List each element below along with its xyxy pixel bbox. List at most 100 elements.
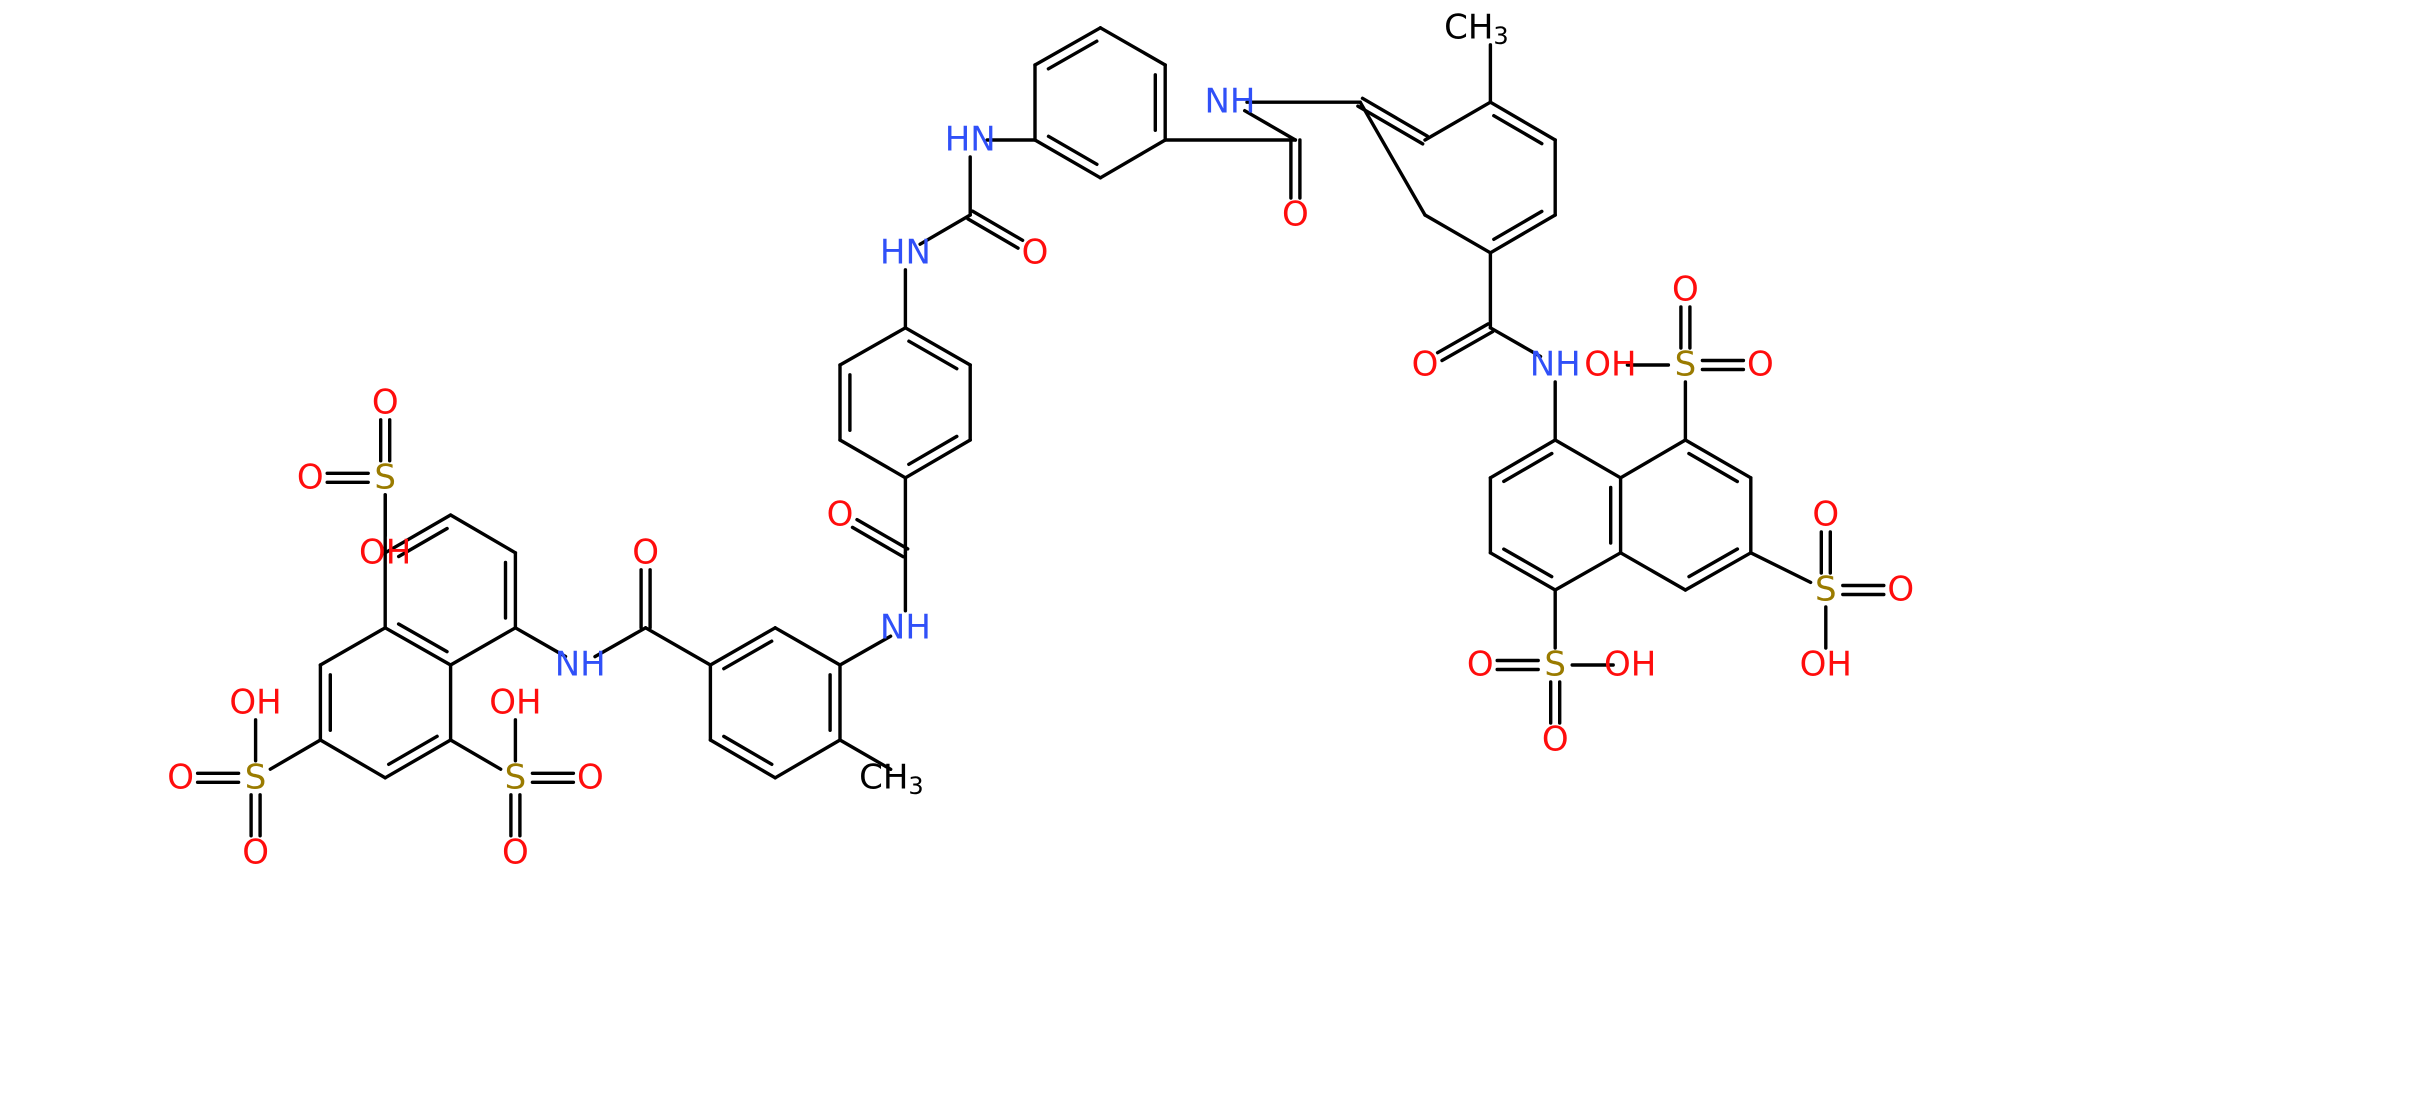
bond-75-outer	[383, 626, 453, 667]
bond-62	[773, 738, 842, 780]
bond-73-outer	[383, 513, 453, 555]
atom-label-o54: O	[827, 495, 854, 535]
bond-86	[268, 738, 323, 771]
atom-label-o83: O	[242, 832, 269, 872]
bond-75-inner	[396, 622, 449, 654]
bond-31-outer	[1683, 551, 1753, 592]
bond-63-inner	[722, 734, 774, 766]
bond-layer	[195, 26, 1886, 838]
bond-15-outer	[1488, 213, 1557, 255]
bond-73-inner	[397, 526, 449, 559]
atom-label-n55: NH	[880, 607, 931, 647]
atom-label-o9: O	[1282, 195, 1309, 235]
bond-52-inner	[907, 434, 959, 466]
atom-label-o42: OH	[1604, 645, 1656, 685]
bond-29-inner	[1687, 451, 1740, 484]
atom-label-o40: O	[1467, 645, 1494, 685]
bond-52-outer	[903, 438, 972, 480]
bond-15-inner	[1492, 209, 1544, 242]
bond-66	[773, 626, 842, 667]
atom-label-o87: OH	[359, 532, 411, 572]
bond-27	[1553, 438, 1623, 480]
bond-53	[838, 438, 908, 480]
bond-20	[1488, 326, 1543, 359]
bond-32	[1618, 551, 1688, 592]
bond-22-outer	[1488, 438, 1557, 480]
bond-63-outer	[708, 738, 777, 780]
bond-70	[513, 626, 568, 659]
atom-label-me58: CH3	[859, 757, 924, 800]
bond-2	[1098, 26, 1167, 67]
atom-label-s31: S	[1675, 345, 1697, 385]
bond-67	[643, 626, 713, 667]
bond-78-inner	[387, 734, 439, 766]
atom-label-me13: CH3	[1444, 7, 1509, 50]
atom-label-o32: O	[1672, 270, 1699, 310]
bond-59	[838, 634, 893, 667]
atom-label-s39: S	[1544, 645, 1566, 685]
bond-31-inner	[1687, 547, 1740, 579]
atom-label-n46: HN	[880, 232, 931, 272]
bond-24-outer	[1488, 551, 1557, 592]
bond-76	[448, 626, 518, 667]
bond-69	[593, 626, 648, 659]
bond-5-outer	[1033, 138, 1103, 180]
bond-19-a	[1435, 322, 1490, 355]
bond-1-inner	[1046, 39, 1099, 71]
bond-55	[838, 326, 908, 367]
bond-79	[318, 738, 387, 780]
bond-37	[1749, 551, 1813, 585]
bond-47-b	[970, 209, 1025, 243]
bond-22-inner	[1502, 451, 1554, 484]
atom-label-o86: O	[372, 382, 399, 422]
bond-5-inner	[1046, 134, 1099, 167]
atom-label-n7: NH	[1205, 82, 1256, 122]
atom-label-o33: OH	[1584, 345, 1636, 385]
atom-label-s80: S	[245, 757, 267, 797]
bond-47-a	[966, 217, 1020, 250]
bond-24-inner	[1502, 547, 1554, 579]
bond-48	[918, 213, 972, 246]
atom-label-o37: O	[1812, 495, 1839, 535]
atom-label-o45: O	[1022, 232, 1049, 272]
bond-10-b	[1360, 96, 1430, 138]
bond-16	[1423, 213, 1493, 255]
bond-4	[1098, 138, 1167, 180]
bond-19-b	[1440, 330, 1495, 363]
bond-72	[448, 513, 518, 555]
atom-label-o19: O	[1412, 345, 1439, 385]
bond-50-outer	[903, 326, 972, 367]
atom-label-n65: NH	[555, 645, 606, 685]
atom-label-n20: NH	[1530, 345, 1581, 385]
atom-label-o34: O	[1747, 345, 1774, 385]
atom-label-o85: O	[297, 457, 324, 497]
bond-28	[1618, 438, 1688, 480]
atom-label-s84: S	[374, 457, 396, 497]
atom-label-s76: S	[505, 757, 527, 797]
bond-65-inner	[722, 639, 774, 671]
atom-label-o82: O	[167, 757, 194, 797]
bond-78-outer	[383, 738, 453, 780]
bond-10-a	[1356, 104, 1425, 146]
bond-57-b	[850, 525, 905, 559]
atom-label-o78: O	[502, 832, 529, 872]
atom-label-o77: OH	[489, 682, 541, 722]
atom-label-o64: O	[632, 532, 659, 572]
atom-label-o81: OH	[229, 682, 281, 722]
bond-61	[838, 738, 893, 771]
atom-label-o41: O	[1542, 720, 1569, 760]
atom-label-n43: HN	[945, 120, 996, 160]
bond-82	[448, 738, 503, 771]
atom-label-o79: O	[577, 757, 604, 797]
bond-11	[1423, 100, 1493, 142]
bond-13-outer	[1488, 100, 1557, 142]
bond-65-outer	[708, 626, 777, 667]
atom-label-o36: O	[1887, 570, 1914, 610]
bond-29-outer	[1683, 438, 1753, 480]
bond-25	[1553, 551, 1623, 592]
bond-1-outer	[1033, 26, 1103, 67]
bond-50-inner	[907, 339, 959, 371]
atom-label-o38: OH	[1800, 645, 1852, 685]
atom-label-s35: S	[1815, 570, 1837, 610]
